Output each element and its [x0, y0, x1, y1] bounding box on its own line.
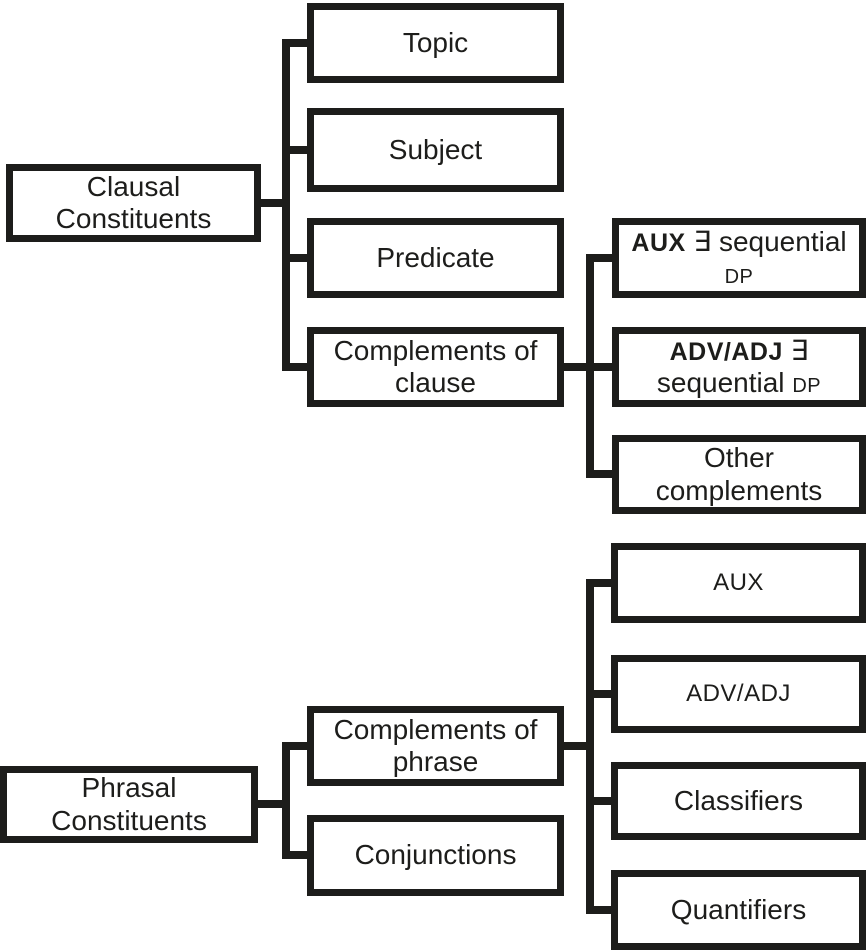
node-clausal-constituents: Clausal Constituents: [6, 164, 261, 242]
node-conjunctions: Conjunctions: [307, 815, 564, 896]
connector-aux-stub: [592, 579, 613, 587]
sequential-text: sequential: [656, 367, 785, 398]
node-aux-sequential-dp: AUX ∃ sequential DP: [612, 218, 866, 298]
node-label: Predicate: [376, 241, 495, 273]
node-complements-of-clause: Complements of clause: [307, 327, 564, 407]
node-complements-of-phrase: Complements of phrase: [307, 706, 564, 786]
node-label: Quantifiers: [670, 893, 807, 925]
connector-phrasal-trunk: [282, 742, 290, 859]
node-subject: Subject: [307, 108, 564, 192]
connector-complements-clause-trunk: [586, 254, 594, 478]
connector-other-complements-stub: [592, 470, 614, 478]
node-label: Topic: [402, 26, 469, 58]
connector-adv-adj-stub: [592, 690, 613, 698]
dp-abbrev: DP: [792, 375, 822, 397]
connector-classifiers-stub: [592, 797, 613, 805]
connector-subject-stub: [288, 146, 309, 154]
node-label: Conjunctions: [354, 839, 517, 871]
adv-adj-abbrev: ADV/ADJ: [669, 337, 783, 366]
connector-phrasal-root: [256, 800, 290, 808]
aux-abbrev: AUX: [631, 228, 686, 257]
node-label: AUX ∃ sequential DP: [631, 226, 846, 290]
sequential-text: sequential: [718, 225, 847, 257]
connector-complements-clause-stub: [288, 363, 309, 371]
exists-symbol: ∃: [790, 334, 809, 366]
connector-conjunctions-stub: [288, 851, 309, 859]
node-predicate: Predicate: [307, 218, 564, 298]
node-topic: Topic: [307, 3, 564, 83]
connector-aux-sequential-stub: [592, 254, 614, 262]
node-label: Clausal Constituents: [55, 170, 212, 234]
node-label: Subject: [388, 133, 483, 165]
node-label: ADV/ADJ: [686, 680, 791, 708]
node-label: Classifiers: [673, 784, 804, 816]
connector-complements-phrase-stub: [288, 742, 309, 750]
node-label: ADV/ADJ ∃ sequential DP: [657, 335, 821, 399]
node-classifiers: Classifiers: [611, 762, 866, 840]
node-aux: AUX: [611, 543, 866, 623]
node-label: Other complements: [655, 442, 823, 506]
node-label: AUX: [713, 569, 764, 597]
connector-complements-phrase-trunk: [586, 579, 594, 914]
dp-abbrev: DP: [724, 266, 754, 288]
node-label: Phrasal Constituents: [51, 772, 207, 836]
node-quantifiers: Quantifiers: [611, 870, 866, 950]
node-label: Complements of phrase: [333, 713, 538, 777]
node-other-complements: Other complements: [612, 435, 866, 514]
connector-predicate-stub: [288, 254, 309, 262]
connector-clausal-root: [258, 199, 290, 207]
node-phrasal-constituents: Phrasal Constituents: [0, 766, 258, 843]
node-adv-adj-sequential-dp: ADV/ADJ ∃ sequential DP: [612, 327, 866, 407]
connector-complements-phrase-root: [562, 742, 594, 750]
connector-topic-stub: [288, 39, 309, 47]
node-adv-adj: ADV/ADJ: [611, 655, 866, 733]
connector-quantifiers-stub: [592, 906, 613, 914]
connector-clausal-trunk: [282, 39, 290, 371]
exists-symbol: ∃: [693, 225, 712, 257]
node-label: Complements of clause: [333, 334, 538, 398]
